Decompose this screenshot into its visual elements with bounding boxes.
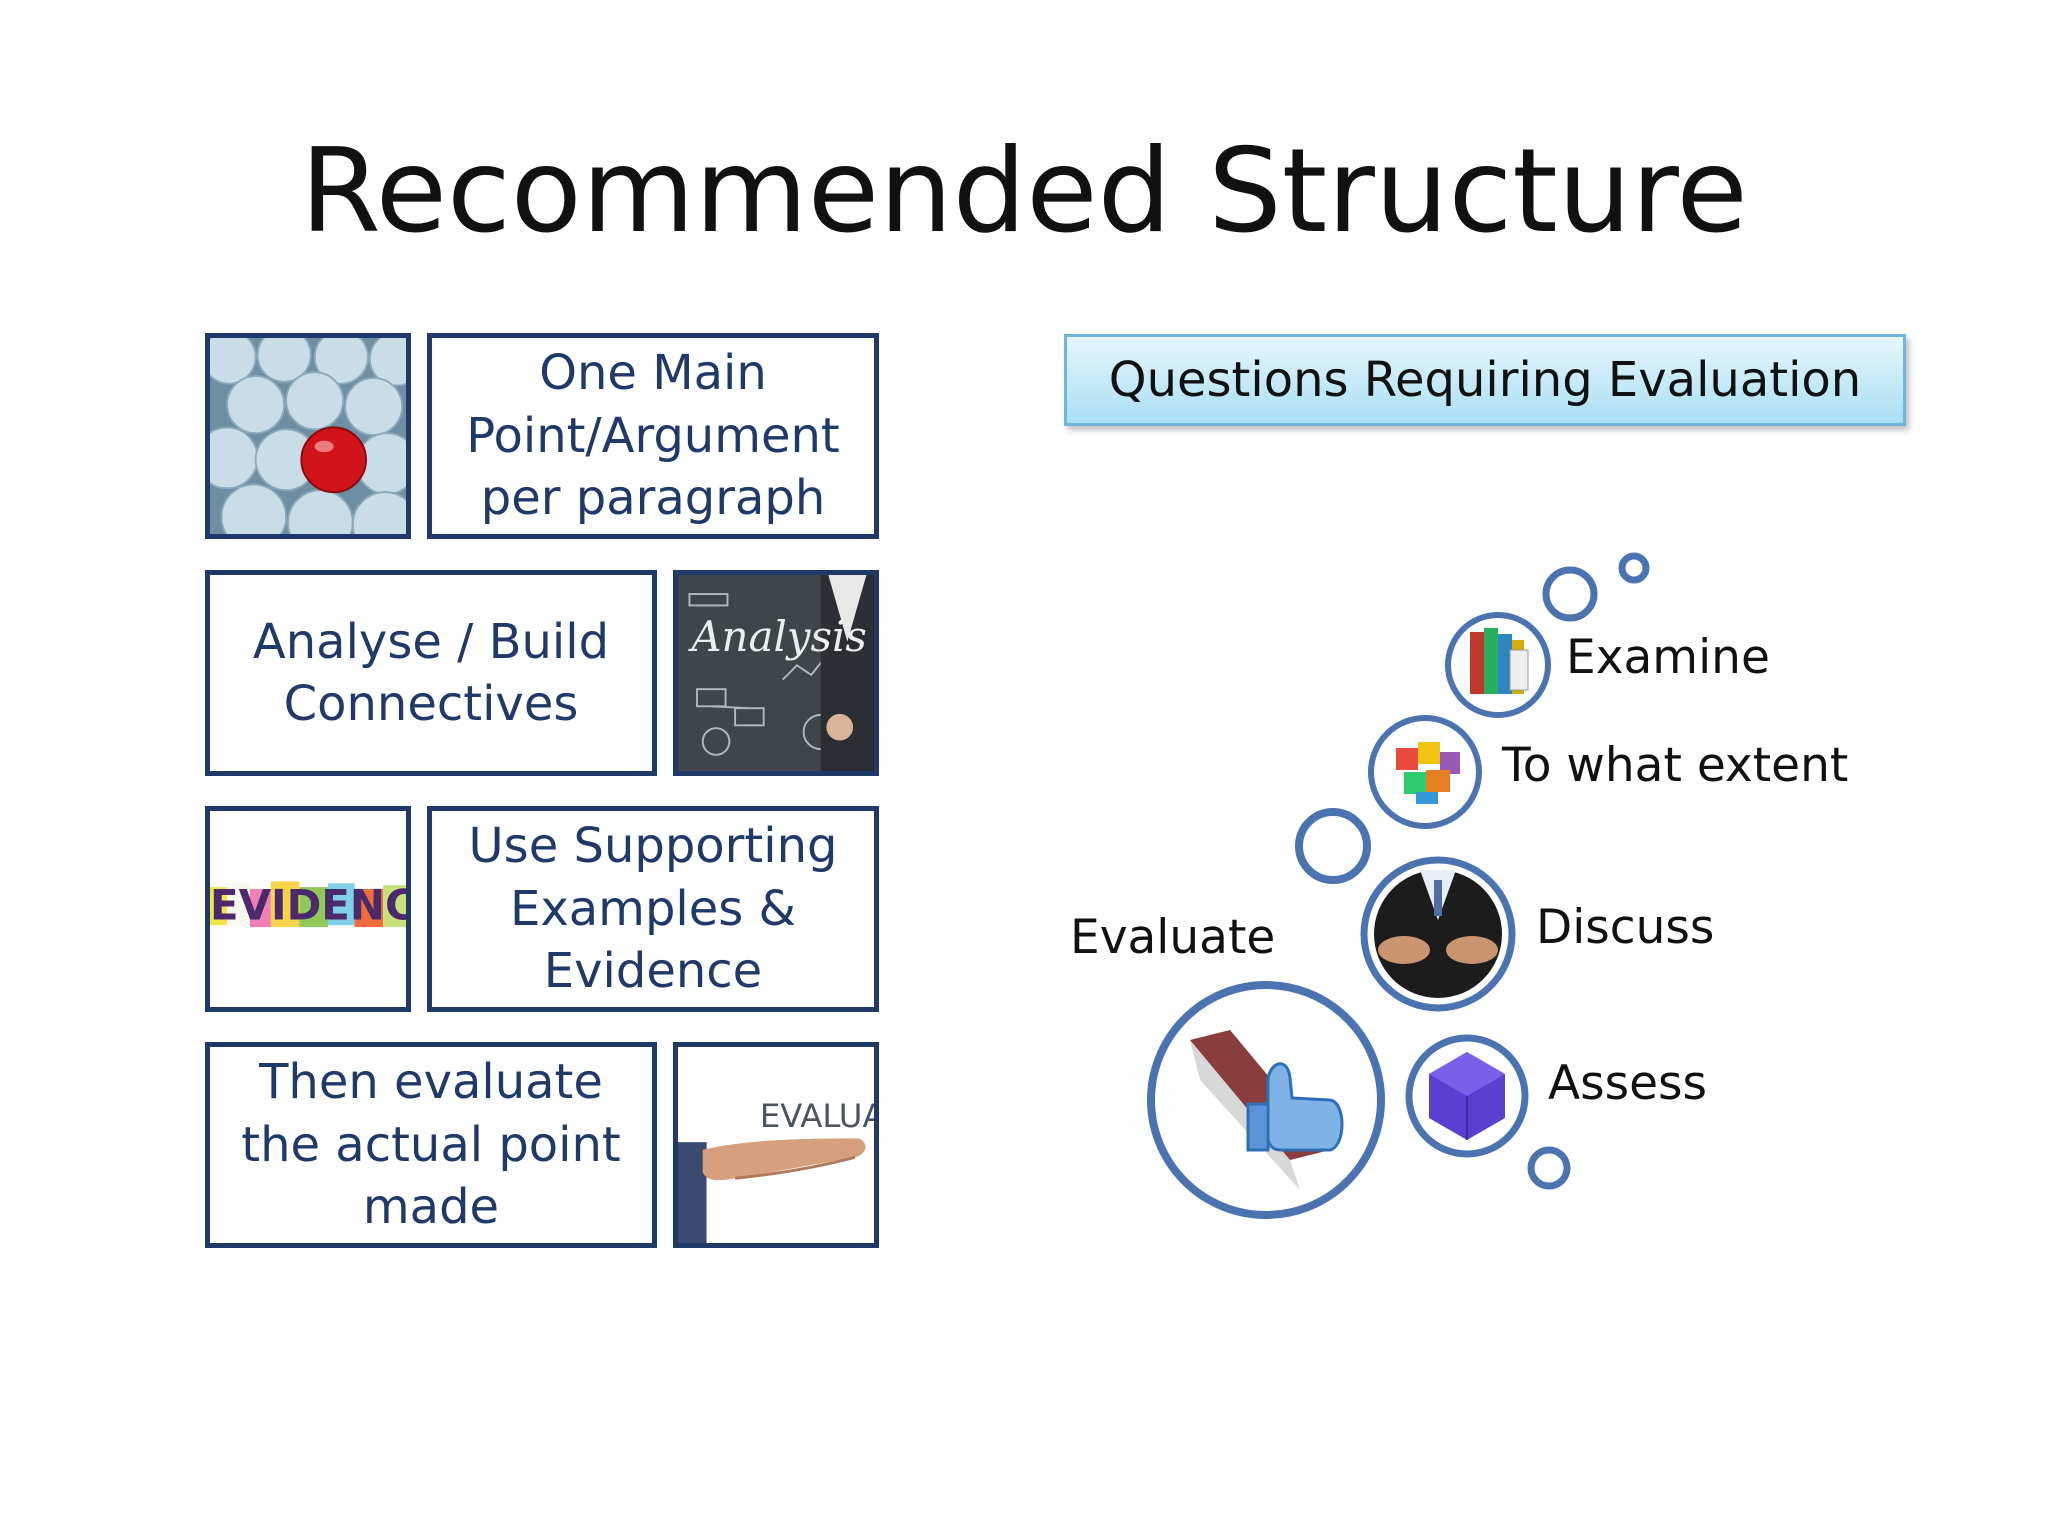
svg-text:EVALUA: EVALUA	[760, 1097, 874, 1135]
evidence-image: EVIDENCE	[205, 806, 411, 1012]
svg-text:Analysis: Analysis	[687, 612, 867, 661]
one-main-point-box: One Main Point/Argument per paragraph	[427, 333, 879, 539]
label-to-what-extent: To what extent	[1502, 738, 1849, 793]
purple-cube-icon	[1405, 1034, 1529, 1158]
thumbs-up-icon	[1147, 981, 1385, 1219]
label-assess: Assess	[1548, 1056, 1708, 1111]
colored-blocks-icon	[1368, 715, 1482, 829]
analysis-image: Analysis	[673, 570, 879, 776]
small-ring	[1618, 552, 1650, 584]
then-evaluate-box: Then evaluate the actual point made	[205, 1042, 657, 1248]
red-ball-image	[205, 333, 411, 539]
analyse-build-box: Analyse / Build Connectives	[205, 570, 657, 776]
label-discuss: Discuss	[1536, 900, 1715, 955]
slide-title: Recommended Structure	[300, 124, 1748, 259]
supporting-examples-box: Use Supporting Examples & Evidence	[427, 806, 879, 1012]
questions-banner: Questions Requiring Evaluation	[1064, 334, 1906, 426]
svg-text:EVIDENCE: EVIDENCE	[210, 880, 406, 929]
small-ring	[1295, 808, 1371, 884]
small-ring	[1527, 1146, 1571, 1190]
label-examine: Examine	[1566, 630, 1770, 685]
chalkboard-icon: Analysis	[678, 575, 874, 771]
business-hands-icon	[1360, 856, 1516, 1012]
books-icon	[1445, 612, 1551, 718]
evidence-letters-icon: EVIDENCE	[210, 811, 406, 1007]
evaluate-hand-image: EVALUA	[673, 1042, 879, 1248]
small-ring	[1542, 566, 1598, 622]
label-evaluate: Evaluate	[1070, 910, 1276, 965]
spheres-icon	[210, 338, 406, 534]
open-hand-icon: EVALUA	[678, 1047, 874, 1243]
